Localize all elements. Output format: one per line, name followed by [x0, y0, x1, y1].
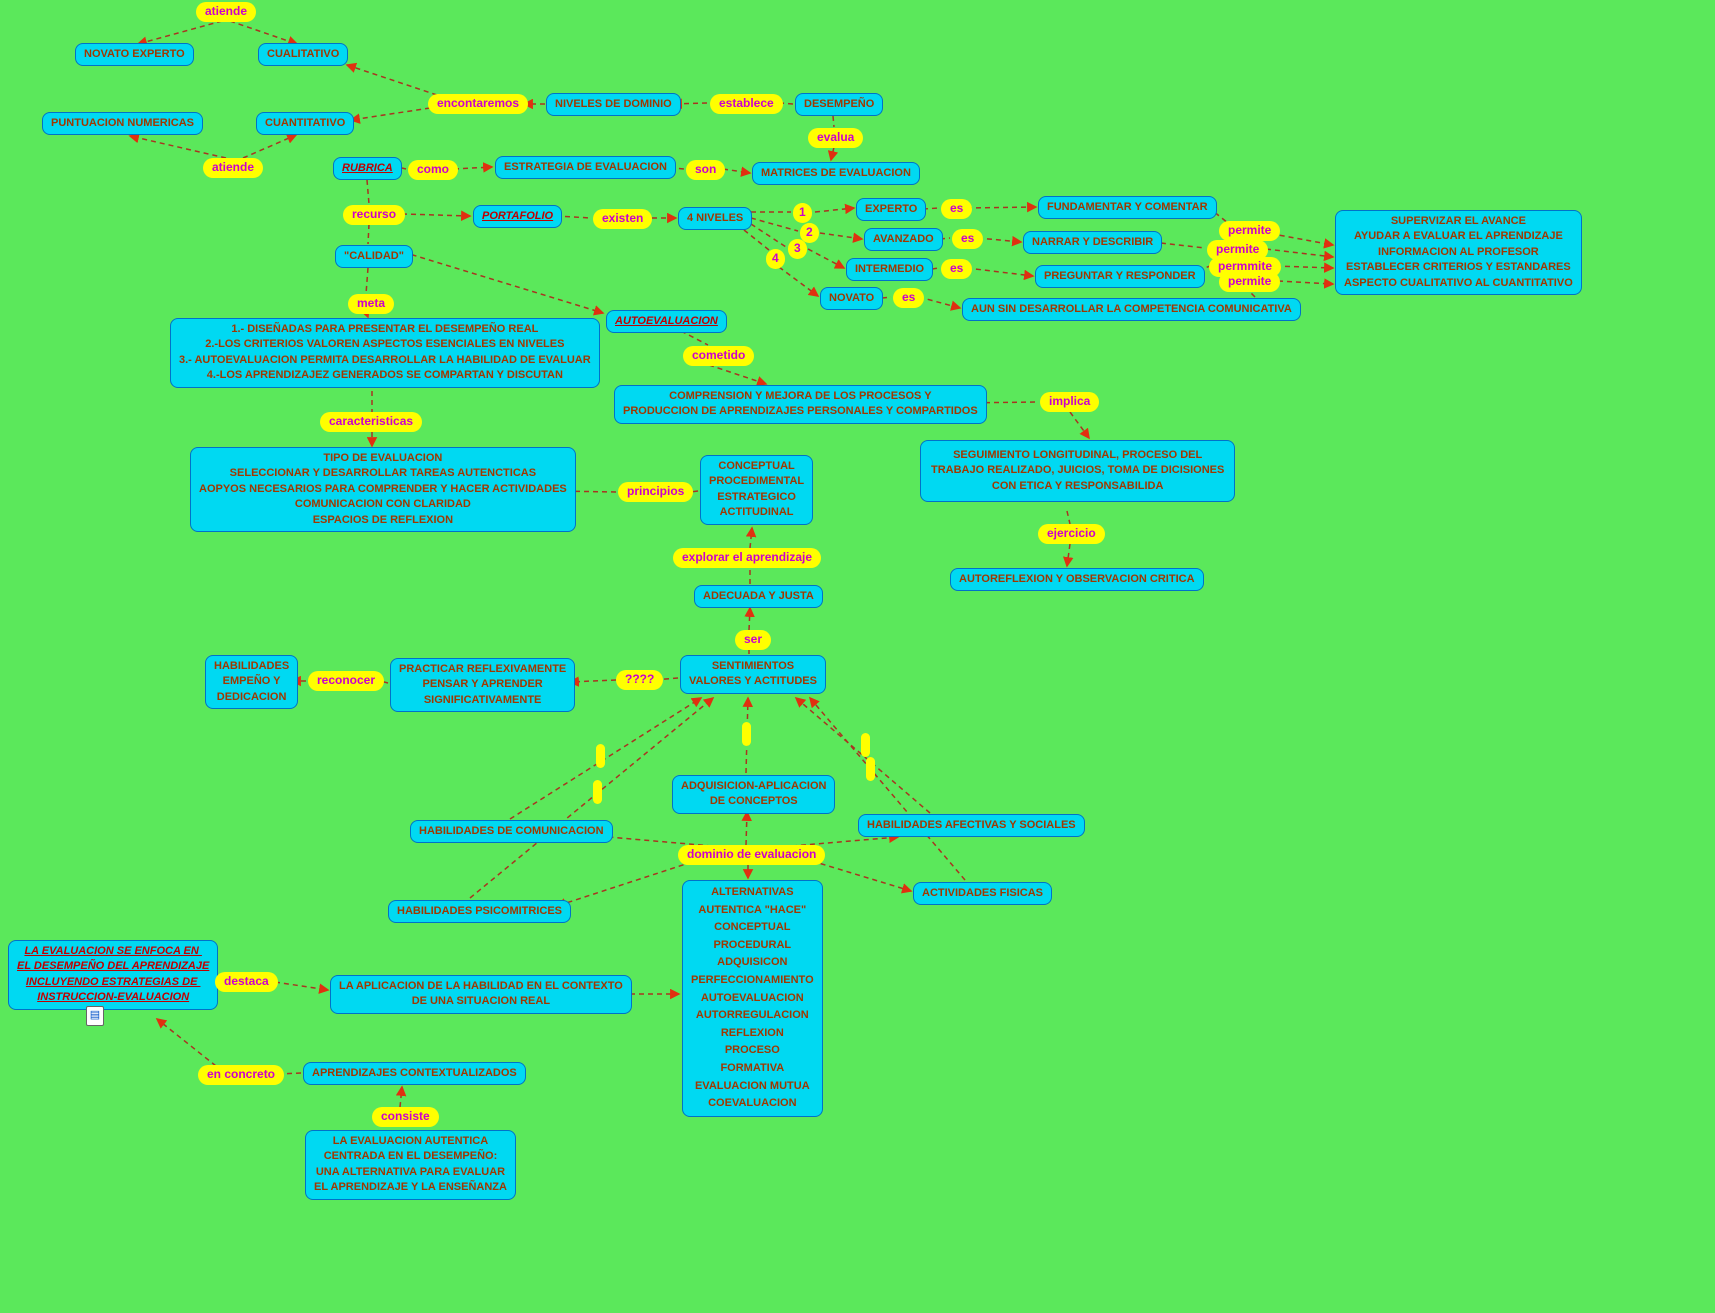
- link-ejercicio[interactable]: ejercicio: [1038, 524, 1105, 544]
- node-comprension-y-mejora[interactable]: COMPRENSION Y MEJORA DE LOS PROCESOS Y P…: [614, 385, 987, 424]
- link-permite-1[interactable]: permite: [1219, 221, 1281, 241]
- node-novato[interactable]: NOVATO: [820, 287, 884, 311]
- node-cuantitativo[interactable]: CUANTITATIVO: [256, 112, 355, 136]
- link-reconocer[interactable]: reconocer: [308, 671, 385, 691]
- connector-pill[interactable]: [742, 722, 751, 746]
- link-atiende-bottom[interactable]: atiende: [203, 158, 264, 178]
- link-caracteristicas[interactable]: caracteristicas: [320, 412, 423, 432]
- node-desempeno[interactable]: DESEMPEÑO: [795, 93, 884, 117]
- node-metas-rubrica[interactable]: 1.- DISEÑADAS PARA PRESENTAR EL DESEMPEÑ…: [170, 318, 600, 388]
- node-tipo-de-evaluacion[interactable]: TIPO DE EVALUACION SELECCIONAR Y DESARRO…: [190, 447, 576, 532]
- node-habilidades-empeno[interactable]: HABILIDADES EMPEÑO Y DEDICACION: [205, 655, 299, 710]
- link-destaca[interactable]: destaca: [215, 972, 278, 992]
- link-interrogantes[interactable]: ????: [616, 670, 664, 690]
- link-existen[interactable]: existen: [593, 209, 653, 229]
- node-experto[interactable]: EXPERTO: [856, 198, 927, 222]
- node-preguntar-y-responder[interactable]: PREGUNTAR Y RESPONDER: [1035, 265, 1205, 289]
- node-novato-experto[interactable]: NOVATO EXPERTO: [75, 43, 194, 67]
- link-atiende-top[interactable]: atiende: [196, 2, 257, 22]
- link-cometido[interactable]: cometido: [683, 346, 755, 366]
- node-la-aplicacion-habilidad[interactable]: LA APLICACION DE LA HABILIDAD EN EL CONT…: [330, 975, 632, 1014]
- link-es-intermedio[interactable]: es: [941, 259, 973, 279]
- node-portafolio[interactable]: PORTAFOLIO: [473, 205, 563, 229]
- node-la-evaluacion-se-enfoca[interactable]: LA EVALUACION SE ENFOCA EN EL DESEMPEÑO …: [8, 940, 219, 1010]
- link-implica[interactable]: implica: [1040, 392, 1100, 412]
- link-como[interactable]: como: [408, 160, 459, 180]
- link-recurso[interactable]: recurso: [343, 205, 406, 225]
- node-practicar-reflexivamente[interactable]: PRACTICAR REFLEXIVAMENTE PENSAR Y APREND…: [390, 658, 576, 713]
- node-rubrica[interactable]: RUBRICA: [333, 157, 402, 181]
- link-en-concreto[interactable]: en concreto: [198, 1065, 285, 1085]
- node-actividades-fisicas[interactable]: ACTIVIDADES FISICAS: [913, 882, 1053, 906]
- node-alternativas[interactable]: ALTERNATIVAS AUTENTICA "HACE" CONCEPTUAL…: [682, 880, 823, 1117]
- node-habilidades-afectivas[interactable]: HABILIDADES AFECTIVAS Y SOCIALES: [858, 814, 1085, 838]
- node-intermedio[interactable]: INTERMEDIO: [846, 258, 934, 282]
- link-3[interactable]: 3: [788, 239, 807, 259]
- node-calidad[interactable]: "CALIDAD": [335, 245, 413, 269]
- node-autoevaluacion[interactable]: AUTOEVALUACION: [606, 310, 727, 334]
- connector-pill[interactable]: [866, 757, 875, 781]
- link-permite-4[interactable]: permite: [1219, 272, 1281, 292]
- node-adecuada-y-justa[interactable]: ADECUADA Y JUSTA: [694, 585, 823, 609]
- link-es-avanzado[interactable]: es: [952, 229, 984, 249]
- link-consiste[interactable]: consiste: [372, 1107, 439, 1127]
- link-permmite-3[interactable]: permmite: [1209, 257, 1282, 277]
- node-autoreflexion[interactable]: AUTOREFLEXION Y OBSERVACION CRITICA: [950, 568, 1204, 592]
- connector-pill[interactable]: [596, 744, 605, 768]
- node-4-niveles[interactable]: 4 NIVELES: [678, 207, 753, 231]
- node-sentimientos-valores[interactable]: SENTIMIENTOS VALORES Y ACTITUDES: [680, 655, 826, 694]
- node-matrices-de-evaluacion[interactable]: MATRICES DE EVALUACION: [752, 162, 920, 186]
- node-aun-sin-desarrollar[interactable]: AUN SIN DESARROLLAR LA COMPETENCIA COMUN…: [962, 298, 1301, 322]
- link-explorar-el-aprendizaje[interactable]: explorar el aprendizaje: [673, 548, 822, 568]
- node-fundamentar-y-comentar[interactable]: FUNDAMENTAR Y COMENTAR: [1038, 196, 1217, 220]
- link-permite-2[interactable]: permite: [1207, 240, 1269, 260]
- attachment-icon[interactable]: ▤: [86, 1006, 104, 1026]
- link-meta[interactable]: meta: [348, 294, 395, 314]
- link-principios[interactable]: principios: [618, 482, 694, 502]
- node-avanzado[interactable]: AVANZADO: [864, 228, 943, 252]
- node-evaluacion-autentica[interactable]: LA EVALUACION AUTENTICA CENTRADA EN EL D…: [305, 1130, 516, 1200]
- node-habilidades-psicomitrices[interactable]: HABILIDADES PSICOMITRICES: [388, 900, 572, 924]
- link-dominio-de-evaluacion[interactable]: dominio de evaluacion: [678, 845, 826, 865]
- link-encontaremos[interactable]: encontaremos: [428, 94, 529, 114]
- connector-pill[interactable]: [861, 733, 870, 757]
- node-adquisicion-aplicacion[interactable]: ADQUISICION-APLICACION DE CONCEPTOS: [672, 775, 836, 814]
- link-ser[interactable]: ser: [735, 630, 772, 650]
- link-son[interactable]: son: [686, 160, 726, 180]
- node-cualitativo[interactable]: CUALITATIVO: [258, 43, 349, 67]
- link-es-experto[interactable]: es: [941, 199, 973, 219]
- node-aprendizajes-contextualizados[interactable]: APRENDIZAJES CONTEXTUALIZADOS: [303, 1062, 526, 1086]
- node-puntuacion-numericas[interactable]: PUNTUACION NUMERICAS: [42, 112, 203, 136]
- node-contenidos[interactable]: CONCEPTUAL PROCEDIMENTAL ESTRATEGICO ACT…: [700, 455, 814, 525]
- node-supervizar-el-avance[interactable]: SUPERVIZAR EL AVANCE AYUDAR A EVALUAR EL…: [1335, 210, 1582, 295]
- link-4[interactable]: 4: [766, 249, 785, 269]
- node-estrategia-de-evaluacion[interactable]: ESTRATEGIA DE EVALUACION: [495, 156, 676, 180]
- node-narrar-y-describir[interactable]: NARRAR Y DESCRIBIR: [1023, 231, 1163, 255]
- link-1[interactable]: 1: [793, 203, 812, 223]
- link-2[interactable]: 2: [800, 223, 819, 243]
- node-habilidades-comunicacion[interactable]: HABILIDADES DE COMUNICACION: [410, 820, 613, 844]
- node-niveles-de-dominio[interactable]: NIVELES DE DOMINIO: [546, 93, 681, 117]
- node-seguimiento-longitudinal[interactable]: SEGUIMIENTO LONGITUDINAL, PROCESO DEL TR…: [920, 440, 1236, 503]
- connector-pill[interactable]: [593, 780, 602, 804]
- link-evalua[interactable]: evalua: [808, 128, 864, 148]
- link-es-novato[interactable]: es: [893, 288, 925, 308]
- link-establece[interactable]: establece: [710, 94, 783, 114]
